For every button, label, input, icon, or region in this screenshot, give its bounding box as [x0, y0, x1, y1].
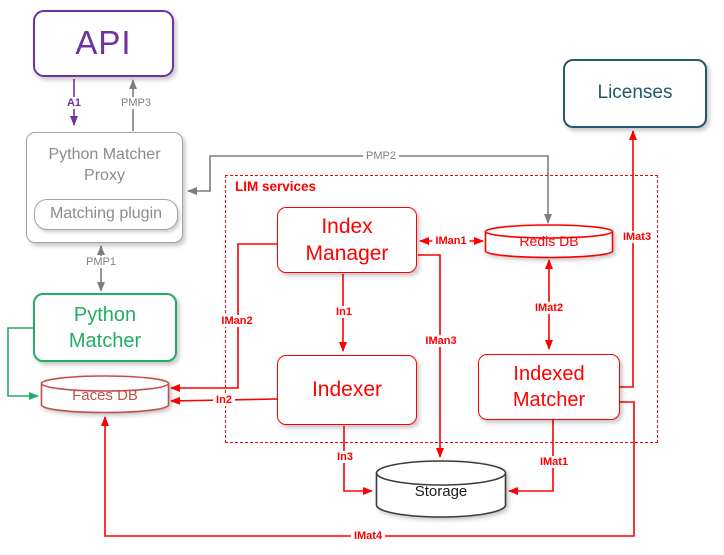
edge-label-imat2: IMat2 [531, 302, 567, 314]
node-proxy-label: Python Matcher Proxy [48, 146, 161, 184]
edge-pmp2-proxy-redis [187, 155, 552, 224]
node-indexed-matcher-label: Indexed Matcher [512, 363, 586, 411]
edge-label-in1: In1 [333, 306, 355, 318]
edge-imat1-indexedmatcher-to-storage [508, 420, 554, 495]
edge-label-pmp1: PMP1 [83, 256, 119, 268]
edge-label-iman2: IMan2 [218, 315, 256, 327]
edge-matcher-to-facesdb [7, 327, 39, 400]
edge-label-iman3: IMan3 [422, 335, 460, 347]
edge-label-a1: A1 [63, 97, 85, 109]
cylinder-faces-db [40, 375, 170, 414]
edge-label-pmp2: PMP2 [363, 150, 399, 162]
edge-imat3-indexedmatcher-to-licenses [619, 130, 637, 388]
edge-label-pmp3: PMP3 [118, 97, 154, 109]
edge-imat4-indexedmatcher-to-facesdb [101, 401, 635, 537]
node-licenses: Licenses [563, 59, 707, 128]
node-python-matcher: Python Matcher [33, 293, 177, 362]
node-plugin-label: Matching plugin [49, 205, 163, 223]
node-licenses-label: Licenses [597, 82, 673, 104]
container-lim-services: LIM services [225, 175, 658, 443]
node-index-manager-label: Index Manager [305, 214, 389, 265]
cylinder-storage [375, 460, 507, 518]
edge-label-iman1: IMan1 [432, 235, 470, 247]
edge-iman3-indexmanager-to-storage [418, 254, 444, 458]
edge-label-in3: In3 [334, 451, 356, 463]
edge-label-imat1: IMat1 [536, 456, 572, 468]
edge-label-imat3: IMat3 [619, 231, 655, 243]
edge-in3-indexer-to-storage [343, 426, 373, 495]
node-indexer: Indexer [277, 355, 417, 425]
node-matcher-label: Python Matcher [68, 303, 142, 352]
node-python-matcher-proxy: Python Matcher Proxy Matching plugin [26, 132, 183, 243]
node-index-manager: Index Manager [277, 207, 417, 273]
node-api: API [33, 10, 174, 77]
lim-services-label: LIM services [233, 179, 319, 194]
cylinder-redis-db [484, 224, 614, 259]
node-indexer-label: Indexer [311, 378, 383, 402]
edge-label-imat4: IMat4 [350, 530, 386, 542]
node-matching-plugin: Matching plugin [34, 199, 178, 230]
node-api-label: API [75, 24, 132, 62]
edge-label-in2: In2 [213, 394, 235, 406]
node-indexed-matcher: Indexed Matcher [478, 354, 620, 420]
